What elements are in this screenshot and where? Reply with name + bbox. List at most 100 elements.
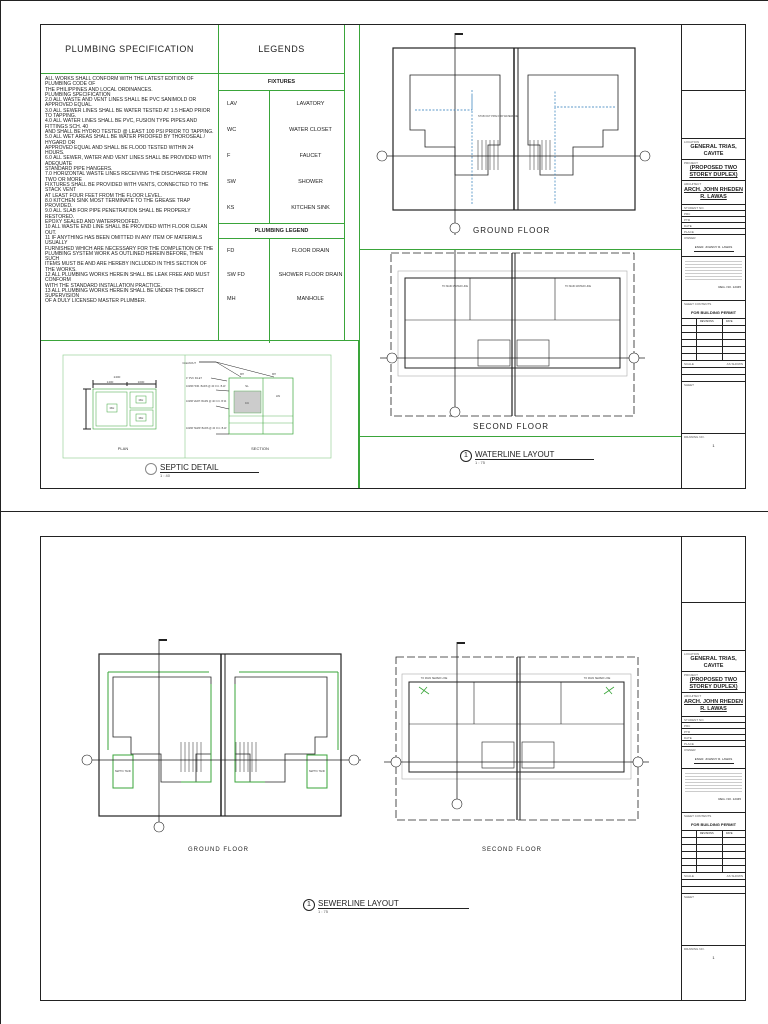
tb-row: PTR xyxy=(682,217,745,223)
legend-description: MANHOLE xyxy=(296,296,325,302)
tb-student-no: STUDENT NO. xyxy=(682,205,745,211)
sewerline-title: SEWERLINE LAYOUT xyxy=(318,899,469,909)
svg-text:1000: 1000 xyxy=(138,380,145,384)
legend-code: LAV xyxy=(227,101,237,107)
svg-text:TO MAIN WATER LINE: TO MAIN WATER LINE xyxy=(565,285,591,288)
legend-row: WC WATER CLOSET xyxy=(219,117,344,143)
spec-line: PLUMBING SYSTEM WORK AS OUTLINED HEREIN … xyxy=(45,250,203,263)
tb-row: PTR xyxy=(682,729,745,735)
sewerline-scale: 1 : 75 xyxy=(318,909,329,914)
svg-text:MH: MH xyxy=(139,398,144,402)
waterline-second-floor-label: SECOND FLOOR xyxy=(473,422,550,431)
svg-text:SL: SL xyxy=(245,384,249,388)
spec-line: ITEMS MUST BE AND ARE HEREBY INCLUDED IN… xyxy=(45,261,207,273)
tb-row: PLACE xyxy=(682,229,745,235)
legend-description: SHOWER xyxy=(298,179,323,185)
svg-text:1400: 1400 xyxy=(107,380,114,384)
svg-text:10MM TEMP. BARS @ 40 O.C. B.W.: 10MM TEMP. BARS @ 40 O.C. B.W. xyxy=(186,427,227,430)
tb-student-no: STUDENT NO. xyxy=(682,717,745,723)
spec-line: 10 ALL WASTE END LINE SHALL BE PROVIDED … xyxy=(45,224,208,236)
svg-text:PLAN: PLAN xyxy=(118,446,129,451)
tb-drawing-no: DRAWING NO.1 xyxy=(684,435,715,448)
waterline-title: WATERLINE LAYOUT xyxy=(475,450,595,460)
spec-line: ALL WORKS SHALL CONFORM WITH THE LATEST … xyxy=(45,76,194,88)
waterline-scale: 1 : 75 xyxy=(475,460,486,465)
svg-text:10MM HOR. BARS @ 40 O.C. B.W.: 10MM HOR. BARS @ 40 O.C. B.W. xyxy=(186,385,226,388)
spec-line: 8.0 KITCHEN SINK MOST TERMINATE TO THE G… xyxy=(45,197,191,210)
tb-row xyxy=(682,368,745,375)
tb-row: DATE xyxy=(682,223,745,229)
svg-text:STUB OUT PIPE FOR WATERLINE: STUB OUT PIPE FOR WATERLINE xyxy=(478,115,518,118)
tb-row: PLACE xyxy=(682,741,745,747)
svg-text:CLEANOUT: CLEANOUT xyxy=(182,362,196,365)
svg-text:MH: MH xyxy=(139,416,144,420)
spec-line: 4.0 ALL WATER LINES SHALL BE PVC, FUSION… xyxy=(45,118,198,130)
tb-sheet: SHEET xyxy=(682,382,745,434)
tb-sheet: SHEET xyxy=(682,894,745,946)
spec-line: APPROVED EQUAL AND SHALL BE FLOOD TESTED… xyxy=(45,144,194,157)
sewerline-ground-floor-label: GROUND FLOOR xyxy=(188,847,250,853)
legend-code: KS xyxy=(227,205,235,211)
spec-line: WITH THE STANDARD INSTALLATION PRACTICE. xyxy=(45,282,162,289)
svg-text:MH: MH xyxy=(272,373,276,376)
svg-text:SECTION: SECTION xyxy=(251,446,269,451)
septic-plan-drawing: 2400 1400 1000 MH MH MH PLAN CLEANOUT 4"… xyxy=(62,354,332,459)
sewerline-ground-floor-plan: SEPTIC TANK SEPTIC TANK xyxy=(81,639,361,833)
spec-line: 12 ALL PLUMBING WORKS HEREIN SHALL BE LE… xyxy=(45,271,210,284)
spec-line: 5.0 ALL WET AREAS SHALL BE WATER PROOFED… xyxy=(45,134,206,146)
tb-row: PRC xyxy=(682,211,745,217)
tb-logo-area xyxy=(682,537,745,603)
spec-line: FURNISHED WHICH ARE NECESSARY FOR THE CO… xyxy=(45,245,214,252)
legend-description: SHOWER FLOOR DRAIN xyxy=(278,272,343,278)
legend-description: FLOOR DRAIN xyxy=(291,248,330,254)
svg-text:SEPTIC TANK: SEPTIC TANK xyxy=(309,770,325,773)
waterline-ground-floor-plan: STUB OUT PIPE FOR WATERLINE xyxy=(376,33,651,235)
spec-line: EPOXY SEALED AND WATERPROOFED. xyxy=(45,219,140,226)
svg-text:10MM VERT. BARS @ 40 O.C. B.W.: 10MM VERT. BARS @ 40 O.C. B.W. xyxy=(186,400,227,403)
view-marker-icon xyxy=(145,463,157,475)
legend-code: WC xyxy=(227,127,237,133)
tb-row xyxy=(682,375,745,382)
legend-description: KITCHEN SINK xyxy=(291,205,330,211)
legend-description: WATER CLOSET xyxy=(289,127,332,133)
plumbing-spec-panel: PLUMBING SPECIFICATION ALL WORKS SHALL C… xyxy=(41,25,219,340)
tb-seal-area xyxy=(682,91,745,139)
svg-text:TO MAIN SEWER LINE: TO MAIN SEWER LINE xyxy=(421,677,448,680)
sewerline-second-floor-label: SECOND FLOOR xyxy=(482,847,543,853)
tb-row: DATE xyxy=(682,735,745,741)
tb-row: PRC xyxy=(682,723,745,729)
spec-line: 13 ALL PLUMBING WORKS HEREIN SHALL BE UN… xyxy=(45,287,204,300)
legend-row: MH MANHOLE xyxy=(219,287,344,311)
spec-line: OF A DULY LICENSED MASTER PLUMBER. xyxy=(45,298,146,305)
tb-seal-area xyxy=(682,603,745,651)
view-number-marker: 1 xyxy=(460,450,472,462)
legend-code: MH xyxy=(227,296,236,302)
svg-text:MH: MH xyxy=(240,373,244,376)
svg-text:MH: MH xyxy=(110,406,115,410)
page-separator xyxy=(0,511,768,512)
svg-text:CC: CC xyxy=(245,401,250,405)
svg-text:2400: 2400 xyxy=(114,375,121,379)
tb-project: PROJECT(PROPOSED TWO STOREY DUPLEX) xyxy=(682,672,745,693)
plumbing-spec-text: ALL WORKS SHALL CONFORM WITH THE LATEST … xyxy=(41,74,218,308)
page-separator xyxy=(0,0,768,1)
waterline-divider xyxy=(360,249,682,250)
tb-drawing-no: DRAWING NO.1 xyxy=(684,947,715,960)
septic-view-title: SEPTIC DETAIL 1 : 40 xyxy=(145,463,259,478)
tb-project: PROJECT(PROPOSED TWO STOREY DUPLEX) xyxy=(682,160,745,181)
svg-text:SEPTIC TANK: SEPTIC TANK xyxy=(115,770,131,773)
view-number-marker: 1 xyxy=(303,899,315,911)
